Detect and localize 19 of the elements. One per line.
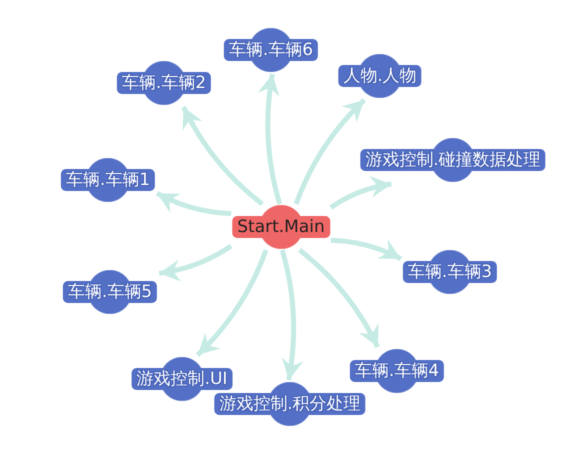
graph-node: 游戏控制.碰撞数据处理 bbox=[360, 138, 546, 182]
graph-node: 人物.人物 bbox=[338, 54, 422, 98]
arrow bbox=[158, 244, 233, 282]
graph-node: 车辆.车辆4 bbox=[350, 349, 444, 393]
graph-node: 车辆.车辆5 bbox=[62, 270, 158, 314]
graph-node: 车辆.车辆2 bbox=[116, 61, 212, 105]
arrow bbox=[181, 106, 264, 206]
arrow bbox=[280, 249, 304, 380]
arrow bbox=[330, 238, 402, 262]
arrow bbox=[196, 249, 268, 357]
graph-node: 车辆.车辆3 bbox=[402, 250, 498, 294]
graph-node: 车辆.车辆1 bbox=[60, 158, 156, 202]
arrow bbox=[156, 191, 232, 216]
arrow bbox=[298, 248, 380, 348]
arrow bbox=[329, 176, 392, 210]
graph-node: Start.Main bbox=[232, 205, 330, 249]
arrow bbox=[294, 98, 366, 205]
graph-node: 车辆.车辆6 bbox=[224, 28, 318, 72]
arrow bbox=[258, 74, 282, 205]
